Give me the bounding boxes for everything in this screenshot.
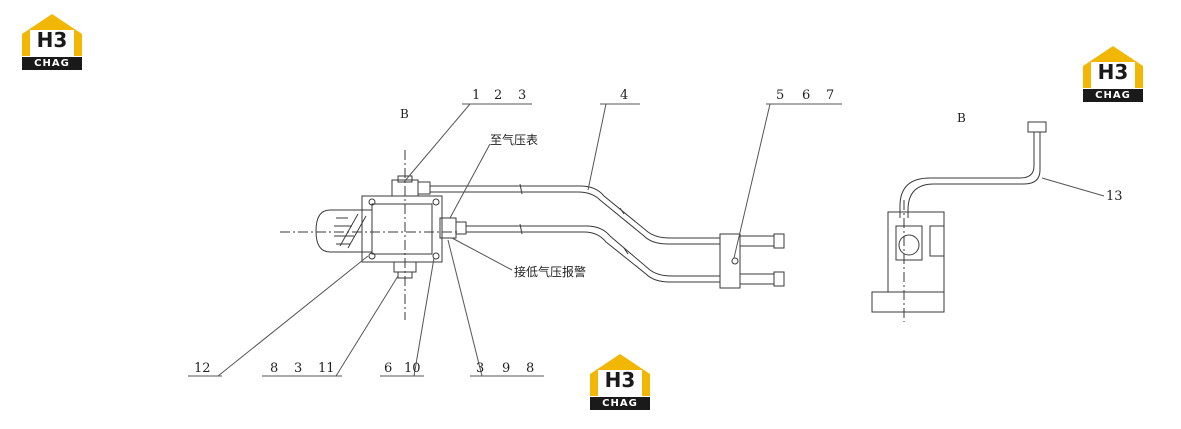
callout-8b: 8 bbox=[526, 361, 534, 376]
logo-mark: H3 bbox=[36, 28, 68, 52]
house-icon bbox=[1083, 46, 1143, 88]
callout-2: 2 bbox=[494, 88, 502, 103]
callout-3b: 3 bbox=[476, 361, 484, 376]
logo-band: CHAG bbox=[22, 57, 82, 70]
leader-lines bbox=[188, 103, 1105, 377]
logo-top-left: H3 CHAG bbox=[20, 12, 84, 72]
callout-5: 5 bbox=[776, 88, 784, 103]
callout-11: 11 bbox=[318, 361, 335, 376]
logo-mark: H3 bbox=[604, 368, 636, 392]
logo-mark: H3 bbox=[1097, 60, 1129, 84]
view-label-right: B bbox=[957, 111, 966, 125]
house-icon bbox=[590, 354, 650, 396]
callout-8a: 8 bbox=[270, 361, 278, 376]
callout-3: 3 bbox=[518, 88, 526, 103]
logo-top-right: H3 CHAG bbox=[1081, 44, 1145, 104]
callout-7: 7 bbox=[826, 88, 834, 103]
logo-bottom-center: H3 CHAG bbox=[588, 352, 652, 412]
callout-10: 10 bbox=[404, 361, 421, 376]
callout-4: 4 bbox=[620, 88, 628, 103]
logo-band: CHAG bbox=[590, 397, 650, 410]
house-icon bbox=[22, 14, 82, 56]
annotation-to-alarm: 接低气压报警 bbox=[514, 264, 586, 279]
logo-band: CHAG bbox=[1083, 89, 1143, 102]
valve-assembly bbox=[280, 150, 467, 320]
pipe-lines bbox=[430, 183, 785, 289]
side-view bbox=[871, 121, 1047, 322]
callout-12: 12 bbox=[194, 361, 211, 376]
callout-1: 1 bbox=[472, 88, 480, 103]
callout-9: 9 bbox=[502, 361, 510, 376]
view-label-left: B bbox=[400, 107, 409, 121]
callout-13: 13 bbox=[1106, 189, 1123, 204]
annotation-to-gauge: 至气压表 bbox=[490, 132, 538, 147]
callout-3a: 3 bbox=[294, 361, 302, 376]
callout-6a: 6 bbox=[384, 361, 392, 376]
callout-6: 6 bbox=[802, 88, 810, 103]
